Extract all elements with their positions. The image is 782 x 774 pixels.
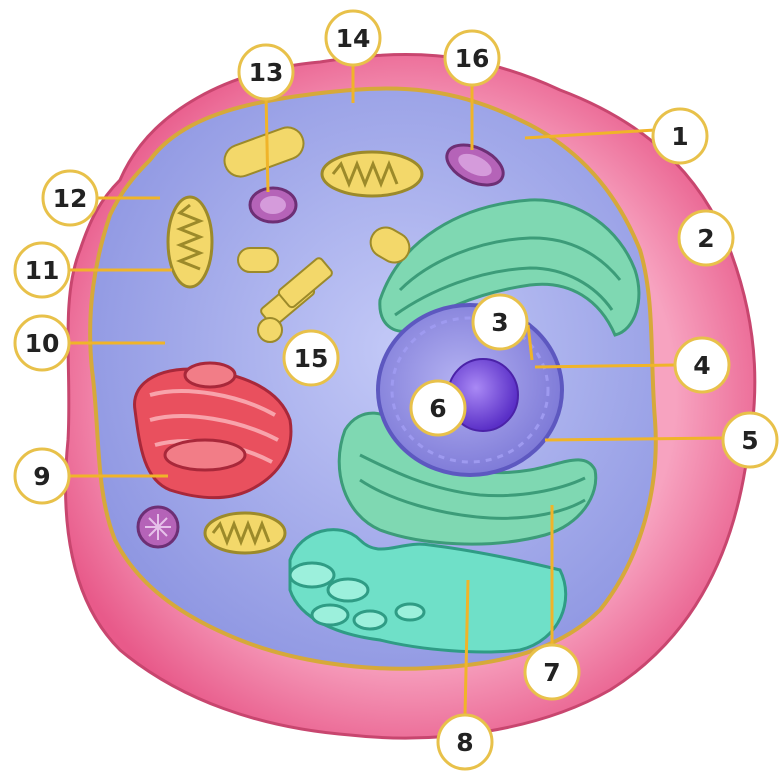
label-12-text: 12	[53, 184, 88, 213]
label-7: 7	[525, 645, 579, 699]
label-4: 4	[675, 338, 729, 392]
label-10-text: 10	[25, 329, 60, 358]
lysosome	[138, 507, 178, 547]
label-5: 5	[723, 413, 777, 467]
mitochondrion-right	[322, 152, 422, 196]
label-15-text: 15	[294, 344, 329, 373]
label-1: 1	[653, 109, 707, 163]
mitochondrion-left	[168, 197, 212, 287]
label-11: 11	[15, 243, 69, 297]
label-6: 6	[411, 381, 465, 435]
label-13-text: 13	[249, 58, 284, 87]
label-9-text: 9	[33, 462, 50, 491]
mitochondrion-bottom	[205, 513, 285, 553]
label-14-text: 14	[336, 24, 371, 53]
label-14: 14	[326, 11, 380, 65]
label-2: 2	[679, 211, 733, 265]
label-12: 12	[43, 171, 97, 225]
label-8: 8	[438, 715, 492, 769]
label-3-text: 3	[491, 308, 508, 337]
label-1-text: 1	[671, 122, 688, 151]
label-7-text: 7	[543, 658, 560, 687]
label-16-text: 16	[455, 44, 490, 73]
label-10: 10	[15, 316, 69, 370]
label-6-text: 6	[429, 394, 446, 423]
label-8-text: 8	[456, 728, 473, 757]
label-13: 13	[239, 45, 293, 99]
label-16: 16	[445, 31, 499, 85]
label-9: 9	[15, 449, 69, 503]
vacuole-13	[250, 188, 296, 222]
label-5-text: 5	[741, 426, 758, 455]
label-3: 3	[473, 295, 527, 349]
label-15: 15	[284, 331, 338, 385]
label-11-text: 11	[25, 256, 60, 285]
label-2-text: 2	[697, 224, 714, 253]
label-4-text: 4	[693, 351, 710, 380]
